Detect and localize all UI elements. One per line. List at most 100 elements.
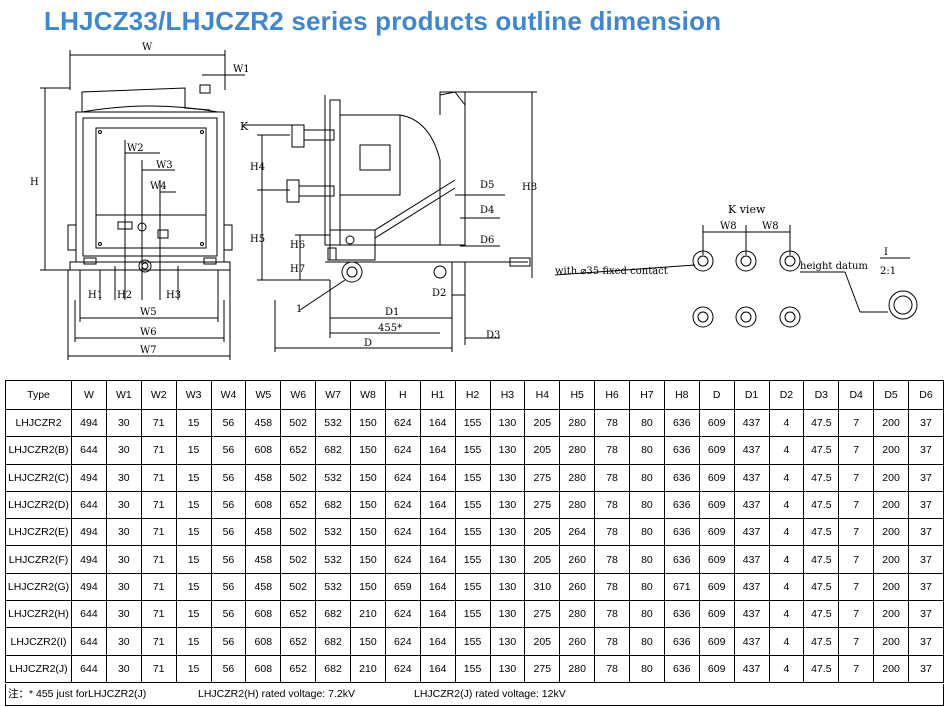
value-cell: 532 <box>315 572 351 602</box>
label-W5: W5 <box>140 307 157 318</box>
value-cell: 652 <box>280 490 317 520</box>
column-header: W3 <box>175 380 212 410</box>
value-cell: 155 <box>454 518 491 547</box>
value-cell: 280 <box>559 463 596 492</box>
value-cell: 437 <box>733 518 770 547</box>
value-cell: 71 <box>140 490 177 520</box>
column-header: D2 <box>768 380 805 410</box>
value-cell: 78 <box>594 463 630 492</box>
column-header: H1 <box>419 380 456 410</box>
value-cell: 37 <box>908 408 944 438</box>
value-cell: 652 <box>280 600 317 629</box>
value-cell: 4 <box>768 600 805 629</box>
value-cell: 71 <box>140 436 177 465</box>
value-cell: 636 <box>663 600 700 629</box>
value-cell: 437 <box>733 600 770 629</box>
value-cell: 78 <box>594 627 630 656</box>
column-header: H2 <box>454 380 491 410</box>
value-cell: 30 <box>105 490 142 520</box>
label-H7: H7 <box>290 264 305 275</box>
value-cell: 164 <box>419 436 456 465</box>
value-cell: 205 <box>524 436 561 465</box>
label-K: K <box>240 120 249 133</box>
value-cell: 659 <box>384 572 421 602</box>
value-cell: 15 <box>175 408 212 438</box>
value-cell: 200 <box>873 408 909 438</box>
label-D2: D2 <box>432 288 446 299</box>
label-H: H <box>30 177 39 188</box>
label-D1: D1 <box>385 307 399 318</box>
value-cell: 280 <box>559 600 596 629</box>
label-W8-b: W8 <box>762 221 779 232</box>
value-cell: 15 <box>175 490 212 520</box>
value-cell: 130 <box>489 600 526 629</box>
value-cell: 15 <box>175 463 212 492</box>
value-cell: 47.5 <box>803 436 840 465</box>
value-cell: 4 <box>768 408 805 438</box>
value-cell: 608 <box>245 654 282 683</box>
value-cell: 37 <box>908 463 944 492</box>
value-cell: 608 <box>245 627 282 656</box>
value-cell: 609 <box>698 463 735 492</box>
value-cell: 164 <box>419 627 456 656</box>
value-cell: 78 <box>594 545 630 574</box>
value-cell: 155 <box>454 463 491 492</box>
value-cell: 458 <box>245 545 282 574</box>
value-cell: 4 <box>768 572 805 602</box>
value-cell: 80 <box>629 545 665 574</box>
value-cell: 437 <box>733 627 770 656</box>
value-cell: 15 <box>175 518 212 547</box>
label-H1: H1 <box>88 290 103 301</box>
value-cell: 80 <box>629 654 665 683</box>
value-cell: 37 <box>908 654 944 683</box>
value-cell: 56 <box>210 572 247 602</box>
value-cell: 164 <box>419 572 456 602</box>
value-cell: 7 <box>838 627 875 656</box>
value-cell: 609 <box>698 600 735 629</box>
value-cell: 502 <box>280 545 317 574</box>
value-cell: 56 <box>210 627 247 656</box>
value-cell: 682 <box>315 490 351 520</box>
value-cell: 130 <box>489 518 526 547</box>
value-cell: 78 <box>594 600 630 629</box>
value-cell: 609 <box>698 572 735 602</box>
value-cell: 4 <box>768 627 805 656</box>
value-cell: 56 <box>210 490 247 520</box>
value-cell: 205 <box>524 545 561 574</box>
label-H3: H3 <box>166 290 181 301</box>
value-cell: 200 <box>873 654 909 683</box>
value-cell: 150 <box>350 572 386 602</box>
column-header: H3 <box>489 380 526 410</box>
label-W2: W2 <box>127 143 144 154</box>
value-cell: 200 <box>873 463 909 492</box>
label-H2: H2 <box>117 290 132 301</box>
value-cell: 80 <box>629 490 665 520</box>
value-cell: 502 <box>280 572 317 602</box>
value-cell: 624 <box>384 436 421 465</box>
column-header: D4 <box>838 380 875 410</box>
value-cell: 532 <box>315 463 351 492</box>
value-cell: 205 <box>524 627 561 656</box>
note-h-voltage: LHJCZR2(H) rated voltage: 7.2kV <box>198 688 355 700</box>
value-cell: 458 <box>245 572 282 602</box>
label-W: W <box>142 42 153 53</box>
value-cell: 636 <box>663 408 700 438</box>
column-header: H7 <box>629 380 665 410</box>
label-W4: W4 <box>150 181 167 192</box>
value-cell: 164 <box>419 463 456 492</box>
type-cell: LHJCZR2(F) <box>5 545 72 574</box>
value-cell: 56 <box>210 463 247 492</box>
value-cell: 78 <box>594 490 630 520</box>
label-D5: D5 <box>480 180 494 191</box>
type-cell: LHJCZR2(B) <box>5 436 72 465</box>
value-cell: 532 <box>315 545 351 574</box>
value-cell: 37 <box>908 572 944 602</box>
value-cell: 4 <box>768 518 805 547</box>
value-cell: 37 <box>908 600 944 629</box>
